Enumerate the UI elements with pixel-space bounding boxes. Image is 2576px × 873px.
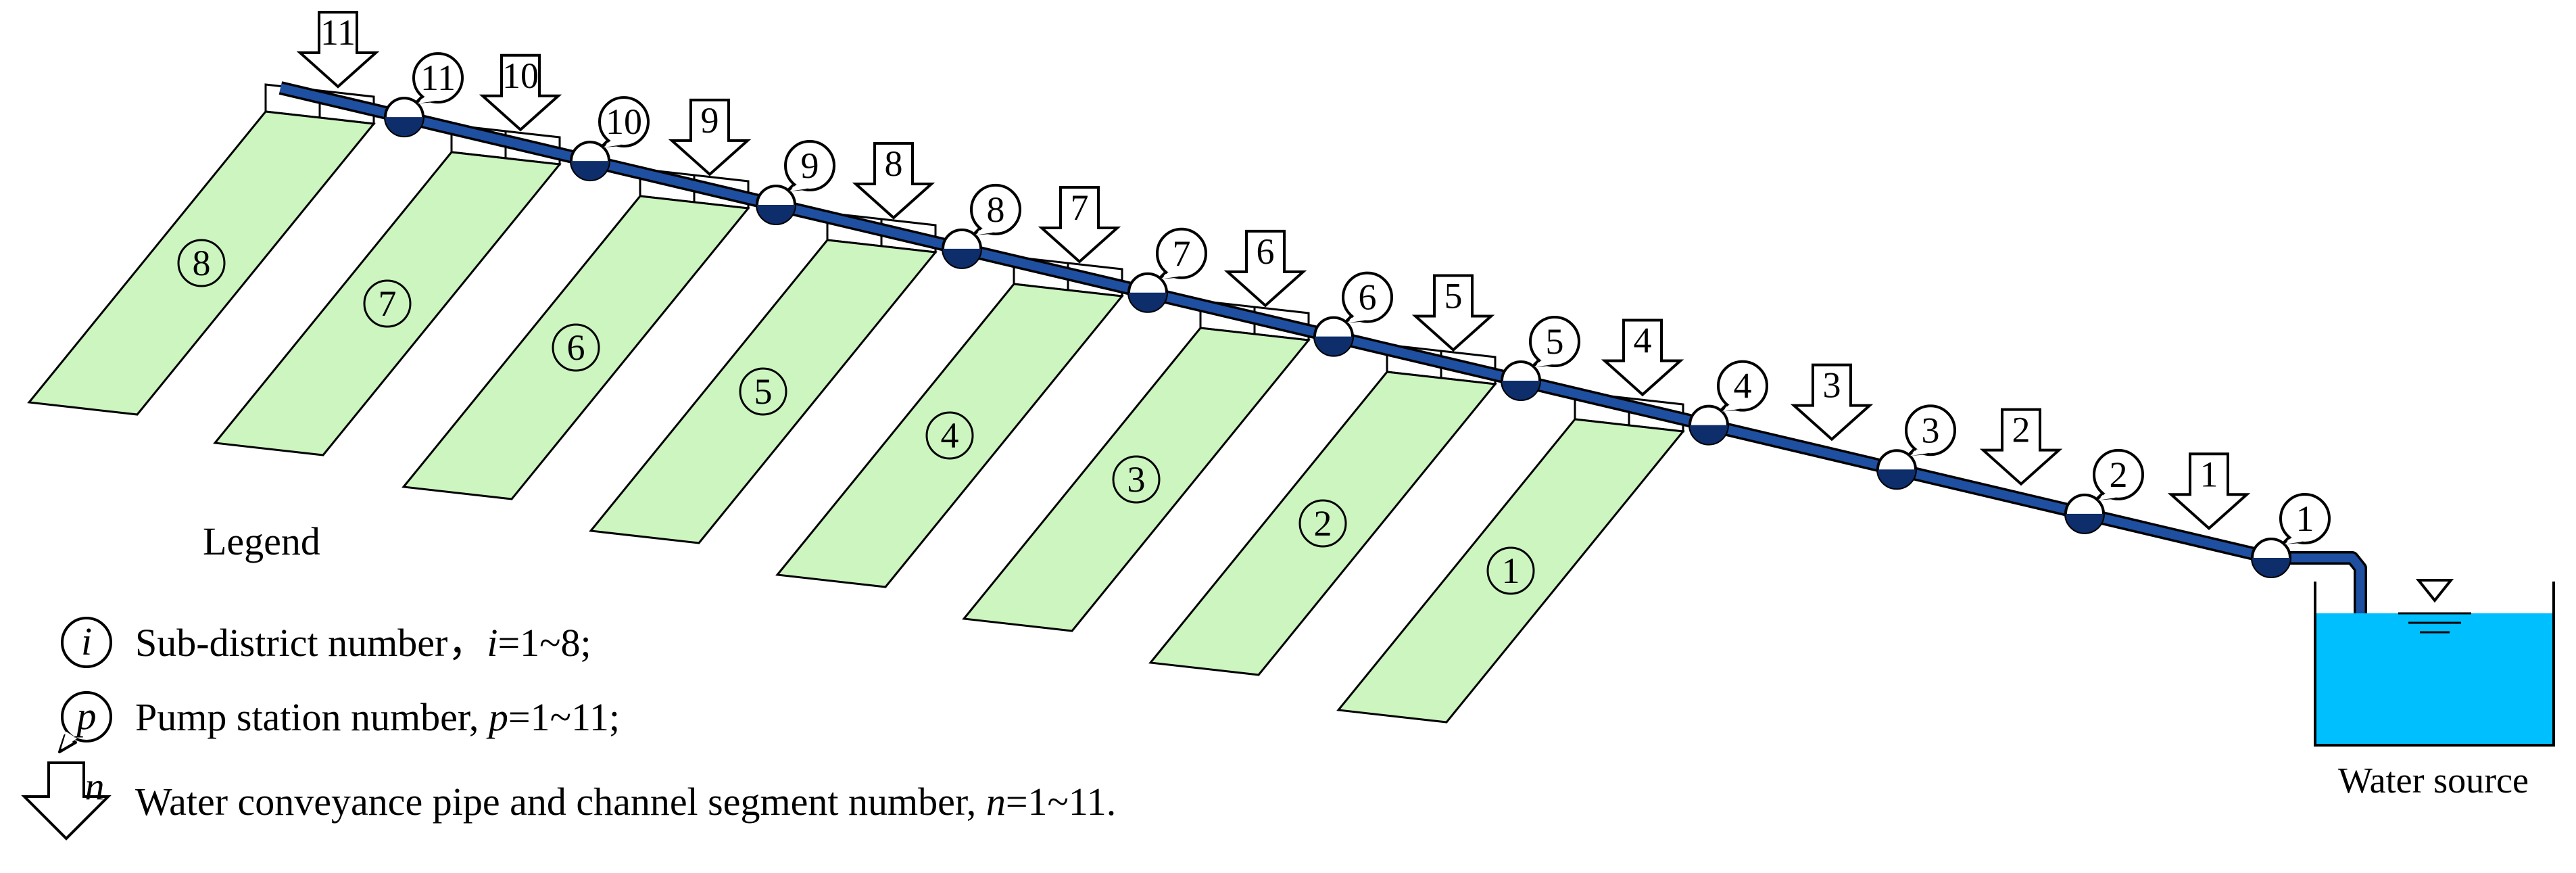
water-source: Water source: [2314, 579, 2555, 801]
pump-station-number-label: 7: [1173, 233, 1191, 274]
conveyance-pipe: [279, 83, 2365, 653]
segment-arrow-5: [1411, 274, 1495, 352]
segment-number-label: 9: [701, 100, 719, 141]
subdistrict-field-3: [962, 327, 1311, 632]
pump-callout-bubble: [1905, 404, 1956, 456]
pump-station-8: 8: [942, 183, 1021, 269]
pump-callout-bubble: [970, 183, 1021, 235]
pump-station-number-label: 10: [606, 101, 642, 142]
legend: Legend i Sub-district number，i=1~8; p Pu…: [21, 519, 1116, 841]
pump-callout-bubble: [784, 139, 835, 191]
water-source-label: Water source: [2338, 760, 2529, 801]
pump-station-9: 9: [756, 139, 835, 225]
pump-station-2: 2: [2064, 448, 2144, 534]
subdistrict-number-circle: [925, 411, 974, 460]
subdistrict-field-7: [213, 151, 562, 456]
segment-number-label: 2: [2012, 410, 2031, 450]
segment-legend-text: Water conveyance pipe and channel segmen…: [135, 780, 1116, 824]
segment-number-label: 1: [2200, 454, 2218, 494]
water-level-icon: [2415, 579, 2454, 603]
subdistrict-number-circle: [363, 279, 412, 328]
subdistrict-field-8: [27, 110, 376, 416]
subdistrict-field-4: [775, 283, 1124, 588]
pump-station-3: 3: [1876, 404, 1956, 490]
subdistrict-number-circle: [1298, 499, 1347, 548]
subdistrict-field-1: [1336, 418, 1685, 724]
subdistrict-field-5: [589, 239, 938, 544]
segment-arrow-3: [1790, 363, 1874, 442]
segment-legend-symbol: n: [85, 764, 105, 808]
pump-station-number-label: 4: [1734, 366, 1752, 406]
pump-callout-bubble: [2279, 493, 2331, 544]
pump-legend-icon: [58, 691, 112, 753]
subdistrict-legend-icon: [61, 617, 112, 668]
subdistrict-number-label: 8: [193, 243, 211, 283]
pump-station-7: 7: [1127, 227, 1207, 313]
pump-callout-bubble: [598, 96, 650, 148]
subdistrict-number-label: 4: [941, 415, 959, 456]
subdistrict-legend-symbol: i: [81, 619, 92, 663]
segment-number-label: 10: [502, 55, 539, 96]
subdistrict-field-2: [1148, 371, 1497, 676]
pump-station-number-label: 9: [801, 145, 819, 186]
pump-station-number-label: 6: [1359, 277, 1377, 318]
pump-station-number-label: 11: [420, 57, 456, 98]
segment-arrow-8: [852, 142, 935, 220]
pump-callout-bubble: [412, 52, 464, 104]
subdistrict-number-circle: [552, 323, 600, 372]
pump-station-number-label: 8: [987, 189, 1005, 230]
legend-title: Legend: [203, 519, 320, 563]
segment-arrow-1: [2167, 452, 2251, 530]
segment-number-label: 8: [885, 143, 903, 184]
pump-station-number-label: 2: [2110, 454, 2128, 495]
water-tank-walls: [2314, 582, 2555, 747]
pump-callout-bubble: [1717, 360, 1768, 412]
segment-number-label: 6: [1257, 231, 1275, 272]
pump-callout-bubble: [1342, 271, 1393, 323]
subdistrict-number-circle: [177, 239, 226, 287]
segment-arrow-11: [296, 11, 380, 89]
pump-legend-symbol: p: [74, 694, 97, 738]
pump-station-1: 1: [2251, 493, 2331, 578]
pump-station-number-label: 1: [2296, 498, 2314, 539]
pump-callout-bubble: [1156, 227, 1207, 279]
subdistrict-number-label: 1: [1502, 550, 1520, 591]
subdistrict-field-6: [402, 195, 750, 500]
pump-legend-text: Pump station number, p=1~11;: [135, 695, 620, 739]
water-tank-water: [2315, 613, 2554, 745]
segment-number-label: 11: [320, 12, 356, 53]
subdistrict-number-circle: [739, 367, 787, 416]
segment-arrow-7: [1038, 185, 1121, 264]
segment-arrow-4: [1601, 318, 1684, 397]
pump-station-11: 11: [384, 52, 464, 138]
subdistrict-legend-text: Sub-district number，i=1~8;: [135, 621, 591, 665]
segment-arrow-6: [1223, 229, 1307, 308]
subdistrict-number-label: 6: [567, 327, 585, 368]
pump-station-6: 6: [1313, 271, 1393, 357]
subdistrict-number-label: 7: [379, 283, 397, 324]
pump-station-10: 10: [570, 96, 650, 182]
pump-station-4: 4: [1688, 360, 1768, 446]
segment-arrow-10: [479, 53, 562, 132]
segment-arrow-9: [668, 98, 752, 176]
subdistrict-number-label: 5: [754, 371, 773, 412]
pump-station-number-label: 3: [1922, 410, 1940, 450]
segment-number-label: 4: [1634, 321, 1652, 361]
pump-station-number-label: 5: [1546, 321, 1564, 362]
segment-legend-arrow-icon: [21, 761, 112, 841]
pump-station-5: 5: [1501, 316, 1580, 402]
pump-callout-bubble: [2093, 448, 2144, 500]
subdistrict-number-label: 2: [1314, 503, 1332, 544]
segment-arrow-2: [1979, 408, 2063, 486]
pump-callout-bubble: [1529, 316, 1580, 368]
segment-number-label: 7: [1071, 187, 1089, 228]
subdistrict-number-circle: [1112, 455, 1161, 504]
subdistrict-number-circle: [1486, 546, 1535, 595]
segment-number-label: 5: [1444, 275, 1463, 316]
subdistrict-number-label: 3: [1127, 459, 1146, 500]
segment-number-label: 3: [1823, 365, 1841, 406]
